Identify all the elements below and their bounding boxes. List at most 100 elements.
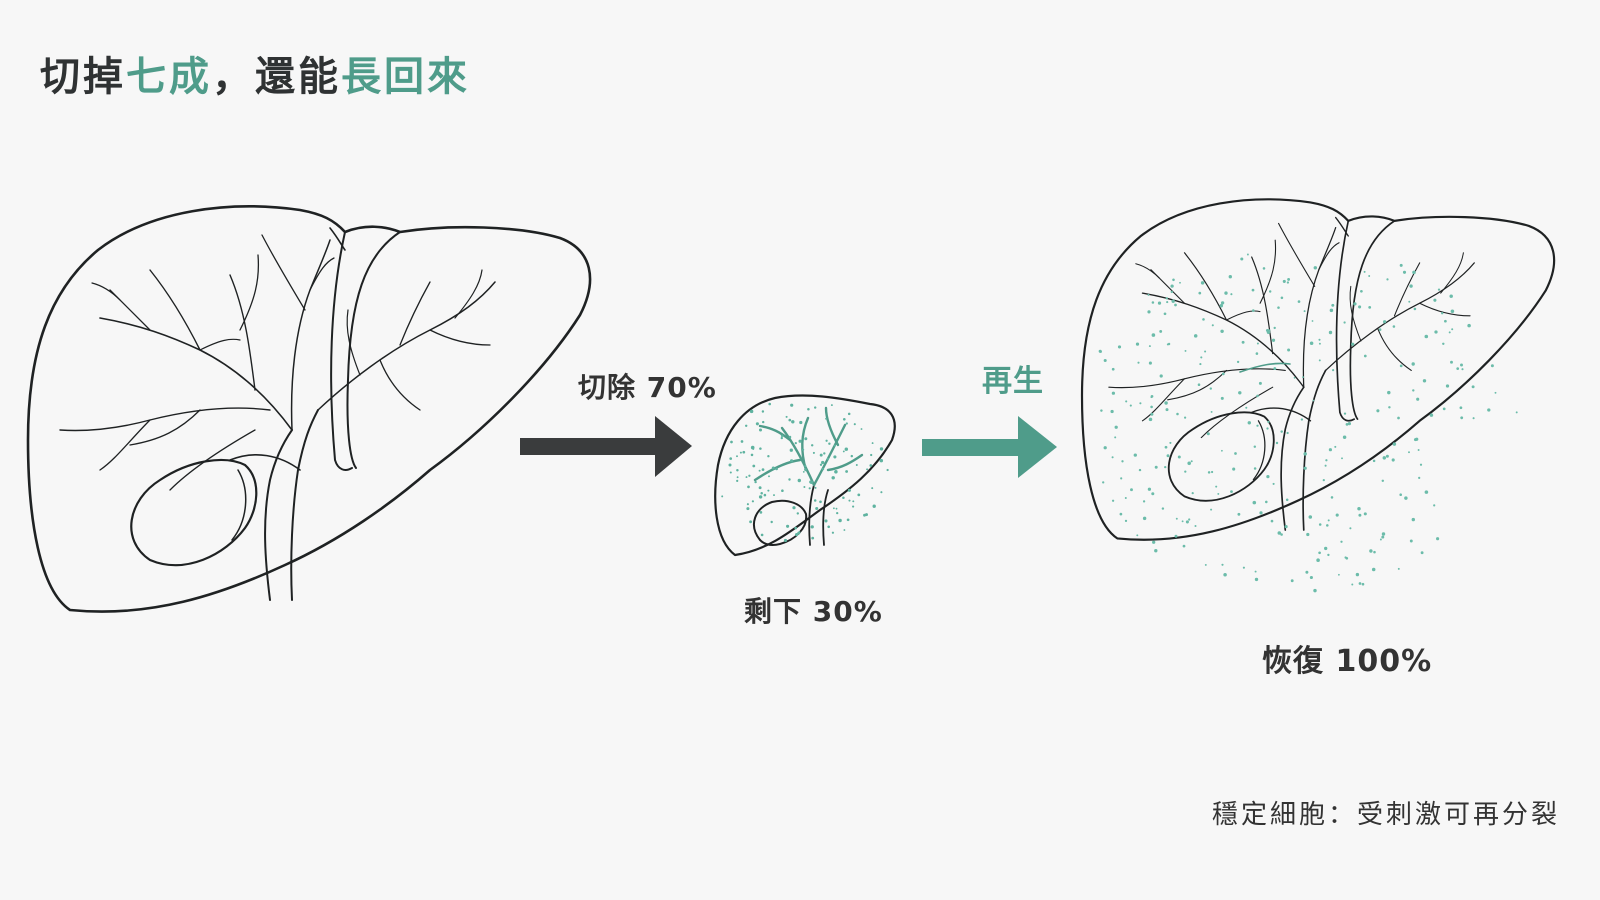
cell-dot: [1286, 281, 1290, 284]
title-part-4: 長回來: [341, 54, 470, 100]
cell-dot: [1309, 575, 1313, 580]
cell-dot: [1154, 465, 1158, 469]
cell-dot: [1361, 582, 1365, 586]
cell-dot: [870, 453, 873, 457]
cell-dot: [831, 476, 835, 480]
cell-dot: [809, 480, 814, 484]
cell-dot: [1171, 299, 1175, 303]
cell-dot: [1461, 368, 1464, 371]
cell-dot: [1245, 406, 1248, 409]
cell-dot: [1344, 556, 1347, 559]
cell-dot: [740, 440, 744, 443]
regenerated-liver-illustration: [1080, 198, 1556, 593]
cell-dot: [832, 507, 835, 510]
cell-dot: [1450, 360, 1453, 364]
cell-dot: [1124, 496, 1127, 500]
cell-dot: [798, 531, 801, 534]
cell-dot: [1353, 302, 1357, 306]
cell-dot: [1253, 467, 1257, 470]
cell-dot: [1330, 496, 1334, 499]
cell-dot: [763, 493, 767, 497]
cell-dot: [1397, 567, 1400, 570]
cell-dot: [1119, 512, 1123, 516]
cell-dot: [1258, 381, 1262, 385]
cell-dot: [783, 538, 788, 543]
cell-dot: [1133, 453, 1137, 457]
cell-dot: [761, 468, 765, 471]
cell-dot: [1150, 405, 1153, 409]
cell-dot: [781, 489, 784, 493]
cell-dot: [1416, 397, 1420, 401]
cell-dot: [745, 424, 748, 427]
cell-dot: [1449, 294, 1453, 298]
cell-dot: [847, 412, 851, 416]
cell-dot: [1409, 539, 1413, 543]
cell-dot: [1184, 470, 1187, 473]
cell-dot: [838, 518, 842, 523]
cell-dot: [1253, 445, 1257, 448]
cell-dot: [833, 455, 837, 459]
cell-dot: [819, 463, 823, 466]
cell-dot: [1221, 372, 1225, 376]
cell-dot: [1177, 455, 1181, 459]
cell-dot: [1433, 298, 1437, 302]
cell-dot: [730, 440, 733, 444]
cell-dot: [1194, 524, 1197, 528]
cell-dot: [1110, 409, 1114, 414]
cell-dot: [1379, 538, 1382, 541]
cell-dot: [1338, 573, 1340, 576]
cell-dot: [788, 435, 792, 439]
cell-dot: [1224, 291, 1228, 295]
cell-dot: [767, 489, 770, 492]
cell-dot: [768, 475, 770, 478]
cell-dot: [746, 503, 749, 506]
cell-dot: [1397, 416, 1400, 420]
cell-dot: [1166, 454, 1170, 458]
label-regenerate: 再生: [982, 364, 1044, 399]
cell-dot: [1399, 263, 1403, 267]
cell-dot: [1429, 413, 1434, 417]
cell-dot: [831, 531, 835, 534]
cell-dot: [1325, 459, 1328, 462]
cell-dot: [1355, 572, 1360, 577]
cell-dot: [1159, 374, 1163, 378]
cell-dot: [1111, 391, 1116, 395]
cell-dot: [821, 467, 825, 471]
cell-dot: [1266, 330, 1271, 335]
cell-dot: [1335, 513, 1339, 517]
cell-dot: [863, 513, 866, 517]
cell-dot: [1318, 338, 1321, 341]
cell-dot: [825, 417, 828, 420]
cell-dot: [1184, 416, 1187, 419]
cell-dot: [1334, 445, 1337, 448]
cell-dot: [1230, 490, 1233, 493]
cell-dot: [1328, 330, 1333, 335]
cell-dot: [1164, 445, 1168, 449]
cell-dot: [1238, 391, 1242, 395]
cell-dot: [1357, 506, 1361, 511]
cell-dot: [1272, 482, 1275, 485]
cell-dot: [826, 457, 830, 461]
cell-dot: [1204, 563, 1207, 566]
cell-dot: [1241, 340, 1245, 344]
cell-dot: [799, 420, 803, 425]
cell-dot: [1199, 363, 1202, 366]
cell-dot: [1210, 508, 1213, 511]
cell-dot: [1442, 342, 1445, 345]
cell-dot: [1381, 535, 1385, 539]
cell-dot: [886, 468, 889, 472]
cell-dot: [728, 463, 732, 467]
cell-dot: [1255, 352, 1259, 355]
cell-dot: [1399, 493, 1402, 496]
cell-dot: [759, 511, 763, 514]
cell-dot: [1165, 408, 1169, 412]
cell-dot: [736, 455, 738, 458]
cell-dot: [1114, 425, 1118, 429]
cell-dot: [1165, 297, 1168, 300]
cell-dot: [1371, 567, 1376, 572]
cell-dot: [833, 444, 836, 447]
cell-dot: [1487, 408, 1491, 412]
label-remaining: 剩下 30%: [744, 595, 883, 628]
small-liver-illustration: [714, 394, 896, 557]
cell-dot: [1309, 341, 1314, 345]
